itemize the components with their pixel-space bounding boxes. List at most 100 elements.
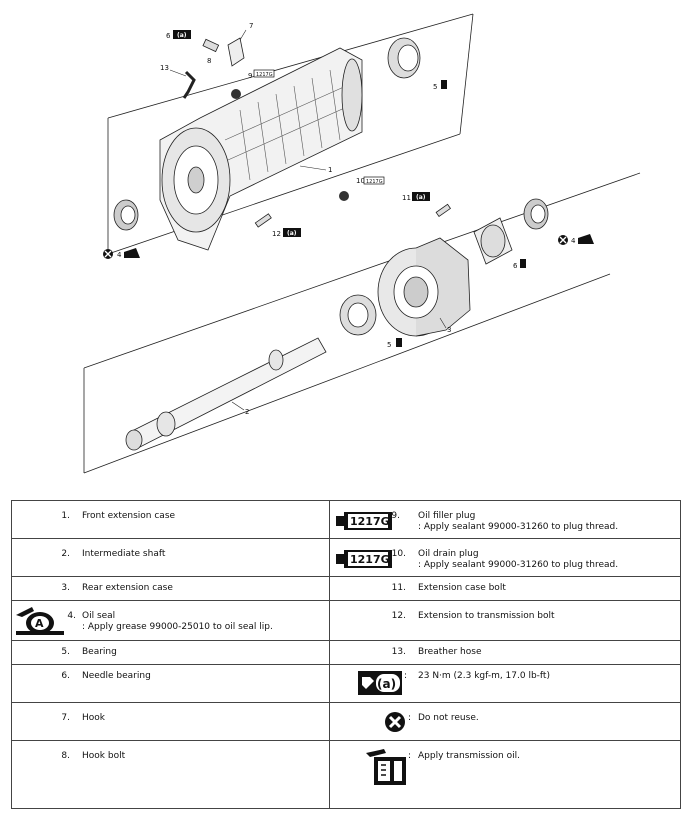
leader-lines: [169, 29, 447, 411]
legend-text: 23 N·m (2.3 kgf-m, 17.0 lb-ft): [418, 671, 550, 681]
legend-text: Extension case bolt: [418, 583, 506, 593]
legend-row: 8. Hook bolt : Apply transmission oil.: [11, 740, 681, 809]
legend-row: 2. Intermediate shaft 1217G 10. Oil drai…: [11, 538, 681, 577]
legend-cell-right: 1217G 10. Oil drain plug : Apply sealant…: [329, 538, 681, 577]
legend-row: 6. Needle bearing (a) : 23 N·m (2.3 kgf-…: [11, 664, 681, 703]
legend-number: 9.: [391, 511, 400, 521]
legend-text: Rear extension case: [82, 583, 173, 593]
legend-number: :: [408, 713, 412, 723]
legend-number: 13.: [391, 647, 406, 657]
legend-text: Do not reuse.: [418, 713, 479, 723]
sealant-tube-icon: 1217G: [363, 176, 385, 185]
callout-3: 3: [447, 326, 451, 334]
legend-text: Oil filler plug : Apply sealant 99000-31…: [418, 511, 674, 533]
callout-10: 10: [356, 177, 365, 185]
sealant-tube-icon: 1217G: [336, 550, 392, 568]
callout-1: 1: [328, 166, 332, 174]
breather-hose: [182, 70, 196, 99]
legend-number: 11.: [391, 583, 406, 593]
legend-number: 4.: [67, 611, 76, 621]
torque-tag-icon: (a): [173, 30, 191, 39]
oil-drain-plug: [339, 191, 349, 201]
exploded-view-diagram: 1 2 3 4 4 5 5 6 6 7 8 9 10 11 12 13 (a) …: [83, 13, 641, 474]
torque-tag-icon: (a): [283, 228, 301, 237]
legend-number: 5.: [61, 647, 70, 657]
hook-bolt: [202, 38, 220, 53]
legend-row: 3. Rear extension case 11. Extension cas…: [11, 576, 681, 601]
legend-cell-right: : Apply transmission oil.: [329, 740, 681, 809]
callout-9: 9: [248, 72, 252, 80]
assembly-plane-lines: [83, 13, 641, 474]
callout-5-lower: 5: [387, 341, 391, 349]
legend-cell-right: (a) : 23 N·m (2.3 kgf-m, 17.0 lb-ft): [329, 664, 681, 703]
callout-8: 8: [207, 57, 211, 65]
front-extension-case: [159, 47, 363, 251]
legend-number: :: [404, 671, 408, 681]
sealant-tube-icon: 1217G: [253, 69, 275, 78]
legend-text: Front extension case: [82, 511, 176, 521]
bearing-top: [387, 37, 421, 79]
extension-to-transmission-bolt: [254, 213, 272, 228]
legend-cell-right: 13. Breather hose: [329, 640, 681, 665]
legend-number: 12.: [391, 611, 406, 621]
legend-text-sub: : Apply sealant 99000-31260 to plug thre…: [418, 522, 619, 532]
legend-text-main: Oil seal: [82, 611, 116, 621]
legend-text-sub: : Apply grease 99000-25010 to oil seal l…: [82, 622, 273, 632]
callout-12: 12: [272, 230, 281, 238]
legend-number: 8.: [61, 751, 70, 761]
legend-cell-right: 12. Extension to transmission bolt: [329, 600, 681, 641]
legend-cell-left: 6. Needle bearing: [11, 664, 330, 703]
callout-5-top: 5: [433, 83, 437, 91]
callout-4-left: 4: [117, 251, 122, 259]
legend-cell-right: 1217G 9. Oil filler plug : Apply sealant…: [329, 500, 681, 539]
needle-bearing: [473, 217, 513, 265]
legend-cell-left: 3. Rear extension case: [11, 576, 330, 601]
callout-6-lower: 6: [513, 262, 518, 270]
legend-number: 1.: [61, 511, 70, 521]
legend-cell-left: 5. Bearing: [11, 640, 330, 665]
legend-text: Breather hose: [418, 647, 482, 657]
legend-cell-left: 8. Hook bolt: [11, 740, 330, 809]
legend-text-main: Oil drain plug: [418, 549, 479, 559]
legend-number: 6.: [61, 671, 70, 681]
legend-row: 7. Hook : Do not reuse.: [11, 702, 681, 741]
svg-text:A: A: [35, 617, 44, 630]
legend-number: :: [408, 751, 412, 761]
callout-11: 11: [402, 194, 411, 202]
oil-can-icon: [396, 80, 526, 347]
legend-text: Apply transmission oil.: [418, 751, 520, 761]
svg-text:(a): (a): [377, 677, 396, 691]
grease-a-icon: A: [16, 607, 64, 635]
oil-seal-right: [523, 198, 549, 230]
legend-cell-left: 1. Front extension case: [11, 500, 330, 539]
svg-text:1217G: 1217G: [256, 72, 273, 78]
oil-can-icon: [366, 749, 406, 785]
hook: [227, 37, 245, 67]
rear-extension-case: [377, 237, 471, 337]
parts-legend-table: 1. Front extension case 1217G 9. Oil fil…: [11, 500, 681, 809]
legend-number: 7.: [61, 713, 70, 723]
svg-text:1217G: 1217G: [366, 179, 383, 185]
do-not-reuse-icon: [103, 249, 113, 259]
sealant-tube-icon: 1217G: [336, 512, 392, 530]
legend-text: Oil seal : Apply grease 99000-25010 to o…: [82, 611, 323, 633]
legend-row: A 4. Oil seal : Apply grease 99000-25010…: [11, 600, 681, 641]
legend-cell-left: A 4. Oil seal : Apply grease 99000-25010…: [11, 600, 330, 641]
legend-number: 10.: [391, 549, 406, 559]
legend-text: Extension to transmission bolt: [418, 611, 555, 621]
legend-cell-left: 7. Hook: [11, 702, 330, 741]
do-not-reuse-icon: [558, 235, 568, 245]
legend-text-sub: : Apply sealant 99000-31260 to plug thre…: [418, 560, 619, 570]
legend-cell-left: 2. Intermediate shaft: [11, 538, 330, 577]
legend-number: 3.: [61, 583, 70, 593]
legend-cell-right: 11. Extension case bolt: [329, 576, 681, 601]
extension-case-bolt: [435, 203, 452, 218]
legend-row: 1. Front extension case 1217G 9. Oil fil…: [11, 500, 681, 539]
legend-text: Bearing: [82, 647, 117, 657]
legend-cell-right: : Do not reuse.: [329, 702, 681, 741]
callout-13: 13: [160, 64, 169, 72]
legend-text-main: Oil filler plug: [418, 511, 476, 521]
legend-text: Hook bolt: [82, 751, 126, 761]
svg-text:(a): (a): [287, 230, 297, 237]
do-not-reuse-icon: [385, 712, 405, 732]
